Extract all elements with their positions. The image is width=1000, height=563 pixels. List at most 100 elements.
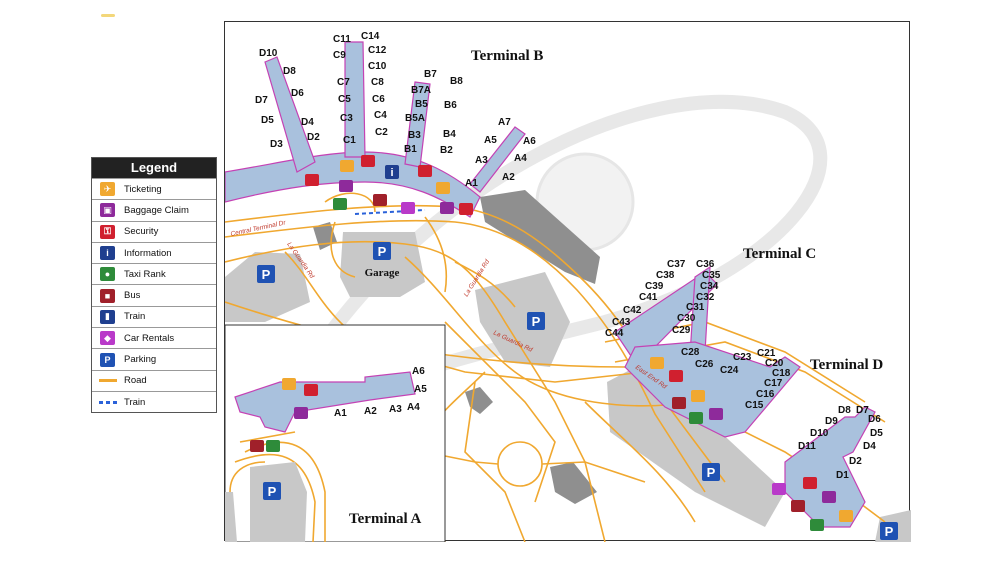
gate-label: C2 [375,127,388,138]
gate-label: C28 [681,347,700,358]
train-icon: ▮ [100,309,115,324]
gate-label: D4 [301,117,314,128]
security-icon: ⚿ [100,224,115,239]
gate-label: C41 [639,292,658,303]
gate-label: A5 [484,135,497,146]
gate-label: B7A [411,85,431,96]
gate-label: C11 [333,34,351,45]
security-icon [418,165,432,177]
taxi-icon [810,519,824,531]
gate-label: C6 [372,94,385,105]
information-icon: i [100,246,115,261]
gate-label: D8 [283,66,296,77]
gate-label: D10 [810,428,829,439]
parking-icon: P [373,242,391,260]
legend-item-label: Bus [124,290,141,302]
gate-label: A7 [498,117,511,128]
information-icon: i [385,165,399,179]
legend-item-trainline: Train [92,390,216,412]
gate-label: C16 [756,389,775,400]
legend-item-taxi: ●Taxi Rank [92,263,216,284]
gate-label: A1 [465,178,478,189]
parking-icon: P [702,463,720,481]
gate-label: C23 [733,352,752,363]
legend-item-label: Train [124,311,146,323]
gate-label: C9 [333,50,346,61]
gate-label: C3 [340,113,353,124]
gate-label: C1 [343,135,356,146]
ticketing-icon [650,357,664,369]
parking-icon: P [257,265,275,283]
gate-label: C34 [700,281,719,292]
road-label-central-terminal: Central Terminal Dr [230,219,287,238]
gate-label: C30 [677,313,696,324]
legend-item-label: Information [124,247,172,259]
gate-label: C18 [772,368,791,379]
gate-label: B1 [404,144,417,155]
bus-icon: ■ [100,288,115,303]
gate-label: C15 [745,400,764,411]
gate-label: D5 [870,428,883,439]
gate-label: B8 [450,76,463,87]
gate-label: B3 [408,130,421,141]
bus-icon [373,194,387,206]
baggage-icon [822,491,836,503]
gate-label: B5A [405,113,425,124]
legend-item-information: i Information [92,241,216,263]
baggage-icon [440,202,454,214]
gate-label: D8 [838,405,851,416]
gate-label: C37 [667,259,686,270]
gate-label: B7 [424,69,437,80]
facility-icons: i [250,155,853,531]
gate-label: D10 [259,48,278,59]
gate-labels-terminal-d: D8 D7 D9 D6 D10 D5 D11 D4 D2 D1 [798,405,883,481]
terminal-a-building [234,371,416,433]
gate-label: C39 [645,281,664,292]
legend-item-label: Car Rentals [124,332,175,344]
gate-label: C10 [368,61,387,72]
baggage-icon [294,407,308,419]
gate-label: D4 [863,441,876,452]
parking-icon: P [527,312,545,330]
svg-text:P: P [707,465,716,480]
terminal-b-title: Terminal B [471,48,543,64]
svg-text:P: P [885,524,894,539]
gate-label: C14 [361,31,380,42]
gate-label: A2 [502,172,515,183]
gate-label: D7 [255,95,268,106]
decoration-mark [101,14,115,17]
gate-label: A1 [334,408,347,419]
parking-icon: P [263,482,281,500]
gate-label: B2 [440,145,453,156]
road-line-icon [99,379,117,383]
legend-item-label: Security [124,226,159,238]
ticketing-icon [340,160,354,172]
gate-label: C31 [686,302,705,313]
car-rental-icon: ◆ [100,331,115,346]
gate-label: C24 [720,365,739,376]
security-icon [305,174,319,186]
gate-label: A4 [407,402,420,413]
svg-text:P: P [268,484,277,499]
gate-label: C8 [371,77,384,88]
gate-label: D5 [261,115,274,126]
gate-label: C20 [765,358,784,369]
security-icon [803,477,817,489]
gate-labels-terminal-a: A6 A5 A1 A2 A3 A4 [334,366,427,419]
svg-text:P: P [262,267,271,282]
gate-label: A4 [514,153,527,164]
airport-map: P P P P P P Garage i [224,21,911,542]
car-rental-icon [772,483,786,495]
legend-item-train: ▮ Train [92,305,216,327]
ticketing-icon [691,390,705,402]
buildings [313,190,600,504]
security-icon [304,384,318,396]
train-line-icon [99,400,117,404]
legend: Legend ✈Ticketing▣Baggage Claim⚿Security… [91,157,217,414]
terminal-c-title: Terminal C [743,246,816,262]
gate-labels-b-pier-d: D10 D8 D6 D7 D5 D4 D3 D2 [255,48,320,150]
gate-labels-terminal-c: C37 C36 C38 C35 C39 C34 C41 C32 C31 C42 … [605,259,791,411]
baggage-icon [709,408,723,420]
car-rental-icon [401,202,415,214]
